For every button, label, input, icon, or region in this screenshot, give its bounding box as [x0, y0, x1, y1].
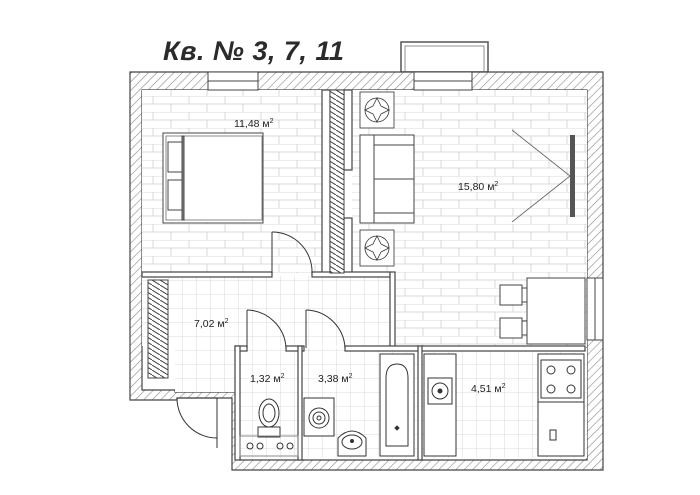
area-label-kitchen: 4,51 м2: [471, 383, 506, 395]
windows: [207, 71, 604, 341]
plant-icon: [359, 91, 395, 267]
toilet-fixture: [239, 398, 299, 457]
area-label-hallway: 7,02 м2: [194, 318, 229, 330]
hallway-wardrobe: [147, 279, 169, 379]
dining-table: [499, 277, 586, 345]
area-label-bathroom: 3,38 м2: [318, 373, 353, 385]
area-label-bedroom: 11,48 м2: [234, 118, 274, 130]
balcony: [400, 41, 489, 73]
bed: [162, 132, 264, 224]
tv-panel: [570, 135, 575, 217]
stove: [537, 353, 585, 457]
doors: [176, 231, 346, 448]
plan-title: Кв. № 3, 7, 11: [163, 36, 345, 66]
wardrobe: [329, 89, 345, 274]
washing-machine: [303, 397, 335, 437]
area-label-toilet: 1,32 м2: [250, 373, 285, 385]
area-label-living-room: 15,80 м2: [458, 181, 498, 193]
bathroom-sink: [337, 430, 367, 457]
hallway-floor: [142, 276, 390, 346]
interior-walls: [141, 89, 586, 461]
bathtub: [379, 353, 415, 457]
sofa: [359, 134, 415, 224]
hallway-floor-lower: [175, 346, 235, 392]
kitchen-sink: [423, 353, 457, 457]
